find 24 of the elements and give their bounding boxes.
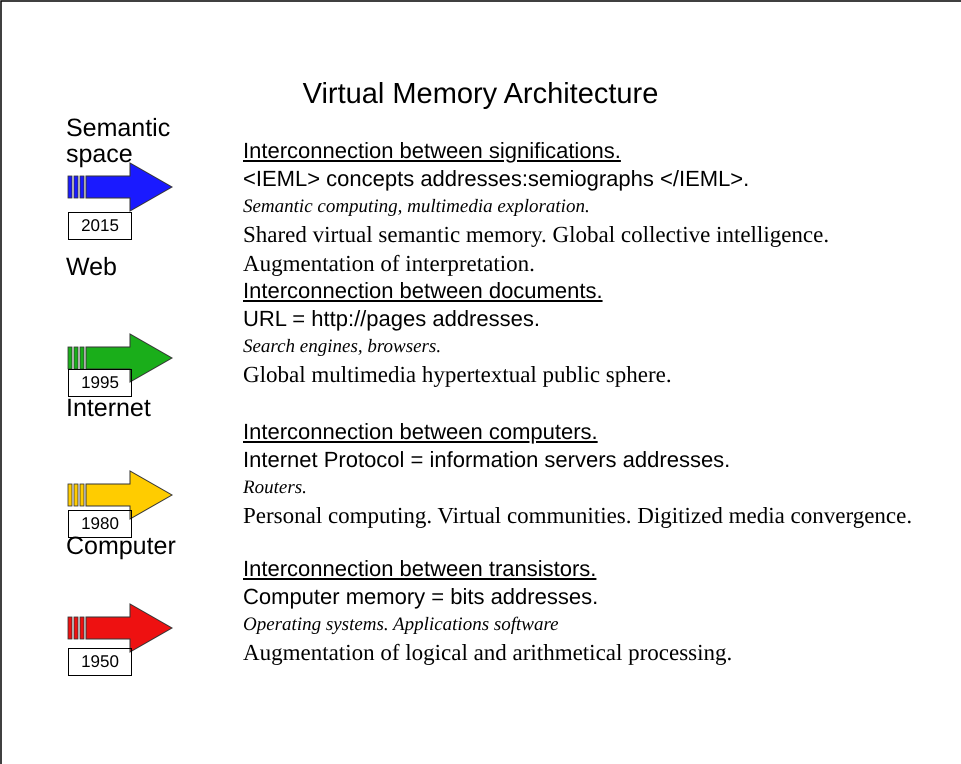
row-heading: Semantic space [66, 115, 172, 168]
description-text: Augmentation of logical and arithmetical processing. [243, 639, 734, 667]
row-heading: Internet [66, 395, 152, 422]
year-box: 1980 [68, 510, 132, 538]
year-box: 1950 [68, 648, 132, 676]
example-text: Operating systems. Applications software [243, 613, 560, 637]
title: Virtual Memory Architecture [302, 78, 660, 112]
heading-text: Interconnection between transistors. [243, 555, 598, 583]
row-heading: Web [66, 254, 118, 280]
example-text: Search engines, browsers. [243, 335, 442, 359]
heading-text: Interconnection between computers. [243, 418, 599, 446]
description-text: Personal computing. Virtual communities. Digitized media convergence. [243, 502, 914, 530]
heading-text: Interconnection between documents. [243, 277, 604, 305]
address-text: Computer memory = bits addresses. [243, 583, 600, 611]
address-text: Internet Protocol = information servers addresses. [243, 446, 732, 474]
address-text: <IEML> concepts addresses:semiographs </IEML>. [243, 165, 750, 193]
description-text: Shared virtual semantic memory. Global collective intelligence. Augmentation of interpretation. [243, 221, 830, 278]
address-text: URL = http://pages addresses. [243, 305, 541, 333]
year-box: 2015 [68, 212, 132, 240]
heading-text: Interconnection between significations. [243, 137, 622, 165]
description-text: Global multimedia hypertextual public sphere. [243, 361, 673, 389]
example-text: Routers. [243, 476, 308, 500]
year-box: 1995 [68, 369, 132, 397]
example-text: Semantic computing, multimedia exploration. [243, 195, 591, 219]
